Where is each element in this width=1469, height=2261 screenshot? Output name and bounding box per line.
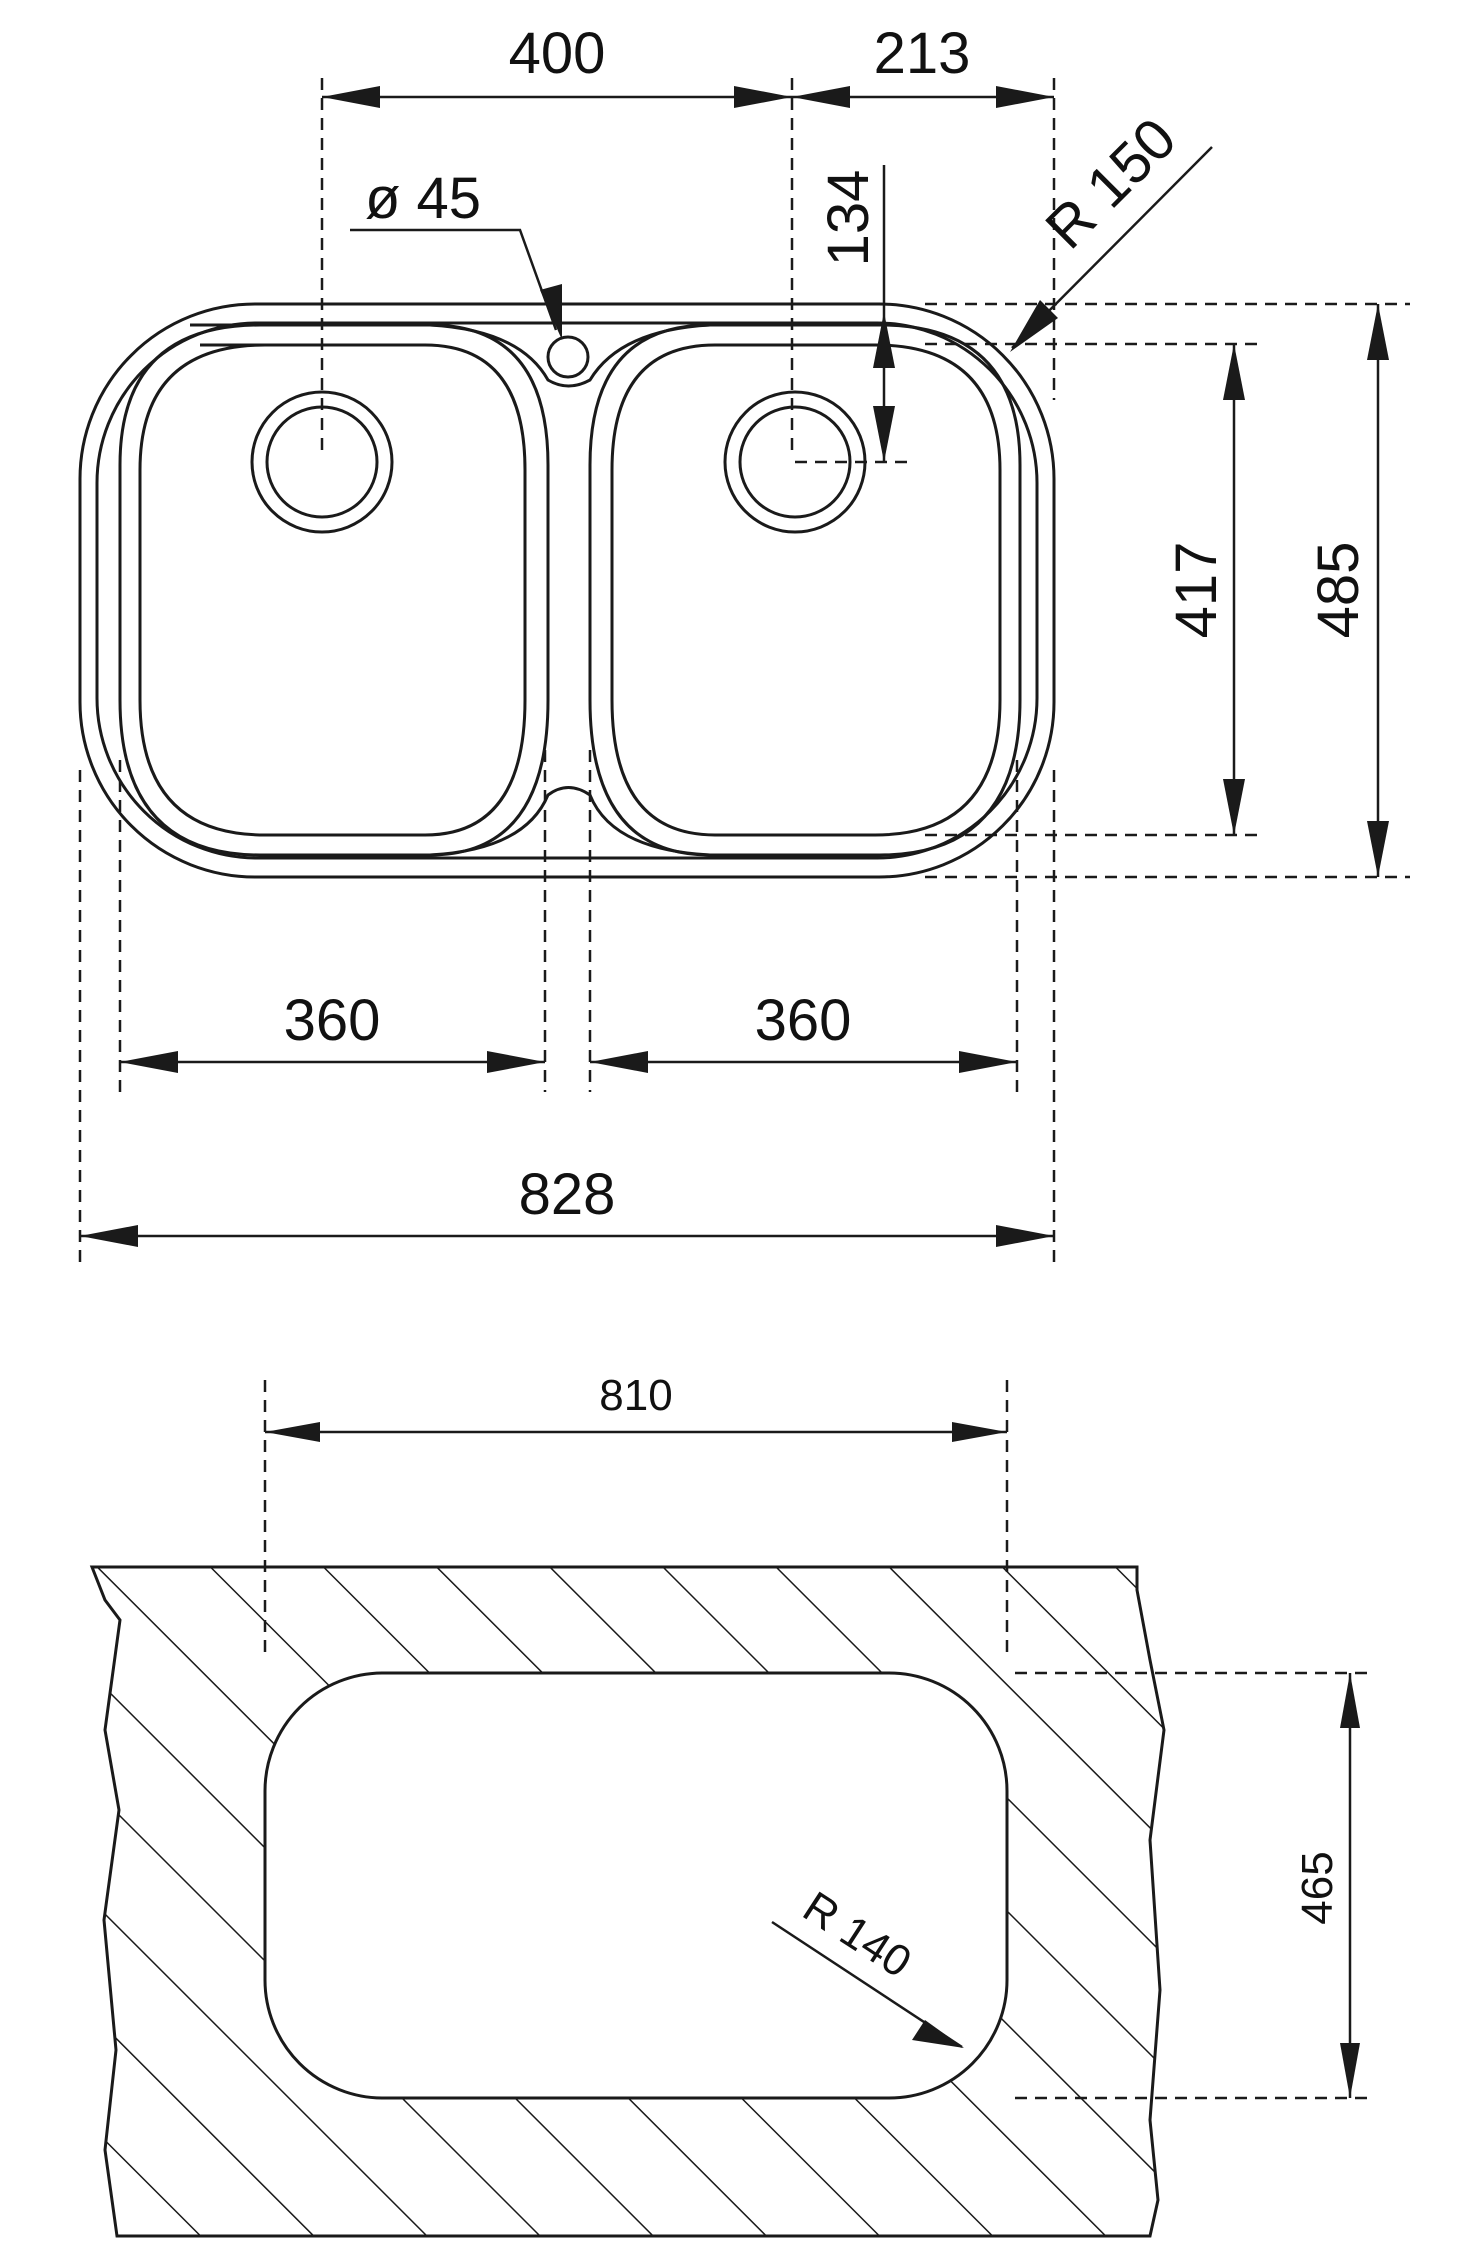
dimension-overall-width: 828: [80, 1162, 1054, 1247]
label-r150: R 150: [1033, 106, 1188, 261]
dimension-bowl-width-left: 360: [120, 988, 545, 1073]
dimension-tap-hole: ø 45: [350, 166, 562, 340]
label-360-right: 360: [755, 988, 852, 1053]
label-diameter-45: ø 45: [365, 166, 481, 231]
dimension-overall-depth: 485: [1306, 304, 1389, 877]
label-810: 810: [599, 1371, 672, 1420]
label-134: 134: [816, 170, 881, 267]
dimension-cutout-width: 810: [265, 1371, 1007, 1442]
extension-lines-bottom: [78, 750, 1056, 1270]
cutout-opening: [263, 1671, 1009, 2100]
label-828: 828: [519, 1162, 616, 1227]
dimension-hole-spacing: 400: [322, 21, 792, 108]
dimension-bowl-width-right: 360: [590, 988, 1017, 1073]
dimension-bowl-depth: 417: [1164, 344, 1245, 835]
sink-outline: [78, 302, 1056, 879]
dimension-hole-offset: 213: [792, 21, 1054, 108]
label-400: 400: [509, 21, 606, 86]
right-bowl: [588, 323, 1022, 857]
left-drain-hole: [250, 390, 394, 534]
tap-hole: [546, 335, 590, 379]
label-417: 417: [1164, 542, 1229, 639]
label-360-left: 360: [284, 988, 381, 1053]
left-bowl-inner: [138, 343, 527, 837]
left-bowl: [118, 323, 550, 857]
extension-lines-cutout: [263, 1380, 1370, 2100]
label-213: 213: [874, 21, 971, 86]
label-485: 485: [1306, 542, 1371, 639]
dimension-corner-radius: R 150: [1010, 106, 1213, 352]
dimension-cutout-depth: 465: [1293, 1673, 1360, 2098]
dimension-hole-depth: 134: [816, 165, 895, 462]
label-465: 465: [1293, 1851, 1342, 1924]
bowl-divider-lower: [429, 786, 711, 857]
right-bowl-inner: [610, 343, 1002, 837]
extension-lines-top: [320, 78, 1410, 879]
bowl-divider: [429, 323, 711, 388]
